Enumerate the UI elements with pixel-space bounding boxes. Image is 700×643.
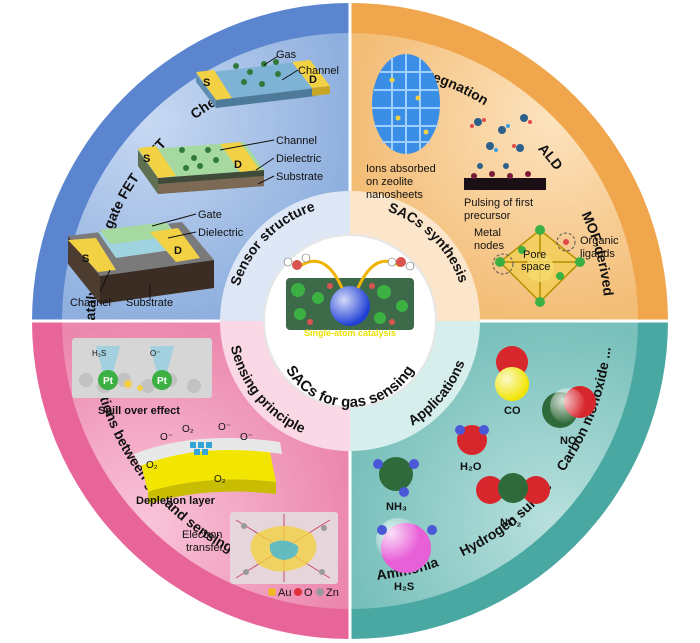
pt-label-right: Pt: [157, 376, 168, 387]
depletion-layer-label: Depletion layer: [136, 495, 216, 507]
mof-metal-nodes-label-2: nodes: [474, 240, 504, 252]
fet-source-label: S: [82, 253, 89, 265]
molecule-co: CO: [495, 346, 529, 417]
chemresistor-source-label: S: [203, 77, 210, 89]
spill-over-label: Spill over effect: [98, 405, 180, 417]
mof-pore-label-2: space: [521, 261, 550, 273]
legend-zn-label: Zn: [326, 587, 339, 599]
legend-o-label: O: [304, 587, 313, 599]
chemresistor-device: S D Gas Channel: [196, 49, 339, 108]
chemresistor-gas-label: Gas: [276, 49, 297, 61]
tft-channel-label: Channel: [276, 135, 317, 147]
mof-metal-nodes-label-1: Metal: [474, 227, 501, 239]
fet-substrate-label: Substrate: [126, 297, 173, 309]
impregnation-label-3: nanosheets: [366, 189, 423, 201]
h2s-label: H₂S: [394, 581, 414, 593]
chemresistor-channel-label: Channel: [298, 65, 339, 77]
mof-organic-label-1: Organic: [580, 235, 619, 247]
mof-organic-label-2: ligands: [580, 248, 615, 260]
fet-channel-label: Channel: [70, 297, 111, 309]
mof-structure: Metal nodes Pore space Organic ligands: [474, 225, 619, 307]
ald-precursor: Pulsing of first precursor: [464, 114, 546, 222]
impregnation-label-1: Ions absorbed: [366, 163, 436, 175]
tft-drain-label: D: [234, 159, 242, 171]
fet-drain-label: D: [174, 245, 182, 257]
molecule-h2s: H₂S: [376, 518, 437, 593]
electron-transfer-label-2: transfer: [186, 542, 224, 554]
electron-transfer-label-1: Electron: [182, 529, 222, 541]
fet-gate-label: Gate: [198, 209, 222, 221]
electron-transfer-panel: Electron transfer Au O Zn: [182, 512, 339, 599]
depletion-o2-1: O₂: [182, 424, 194, 435]
depletion-o2-3: O₂: [214, 474, 226, 485]
co-label: CO: [504, 405, 521, 417]
pt-label-left: Pt: [103, 376, 114, 387]
tft-source-label: S: [143, 153, 150, 165]
spill-h2s-label: H₂S: [92, 349, 106, 358]
fet-dielectric-label: Dielectric: [198, 227, 244, 239]
molecule-nh3: NH₃: [373, 457, 419, 513]
tft-substrate-label: Substrate: [276, 171, 323, 183]
legend-au-label: Au: [278, 587, 291, 599]
ald-label-2: precursor: [464, 210, 511, 222]
spill-over-panel: Pt Pt H₂S O⁻ Spill over effect: [72, 338, 212, 417]
mof-pore-label-1: Pore: [523, 249, 546, 261]
depletion-o2-2: O₂: [146, 460, 158, 471]
impregnation-label-2: on zeolite: [366, 176, 413, 188]
depletion-layer-panel: O⁻ O₂ O⁻ O⁻ O₂ O₂ Depletion layer: [134, 422, 282, 507]
tft-dielectric-label: Dielectric: [276, 153, 322, 165]
depletion-o-minus-3: O⁻: [240, 432, 253, 443]
center-caption: Single-atom catalysis: [304, 328, 396, 338]
no2-label: NO₂: [500, 517, 522, 529]
nh3-label: NH₃: [386, 501, 407, 513]
molecule-no: NO: [542, 386, 596, 447]
molecule-no2: NO₂: [476, 473, 550, 529]
chemresistor-drain-label: D: [309, 74, 317, 86]
depletion-o-minus-2: O⁻: [218, 422, 231, 433]
molecule-h2o: H₂O: [455, 425, 489, 473]
fet-device: S D Gate Dielectric Channel Substrate: [68, 209, 244, 309]
tft-device: S D Channel Dielectric Substrate: [138, 135, 323, 194]
zeolite-nanosheets: Ions absorbed on zeolite nanosheets: [366, 54, 440, 201]
center-hub: Single-atom catalysis: [263, 234, 437, 408]
spill-o-label: O⁻: [150, 349, 160, 358]
h2o-label: H₂O: [460, 461, 482, 473]
depletion-o-minus-1: O⁻: [160, 432, 173, 443]
no-label: NO: [560, 435, 577, 447]
ald-label-1: Pulsing of first: [464, 197, 533, 209]
